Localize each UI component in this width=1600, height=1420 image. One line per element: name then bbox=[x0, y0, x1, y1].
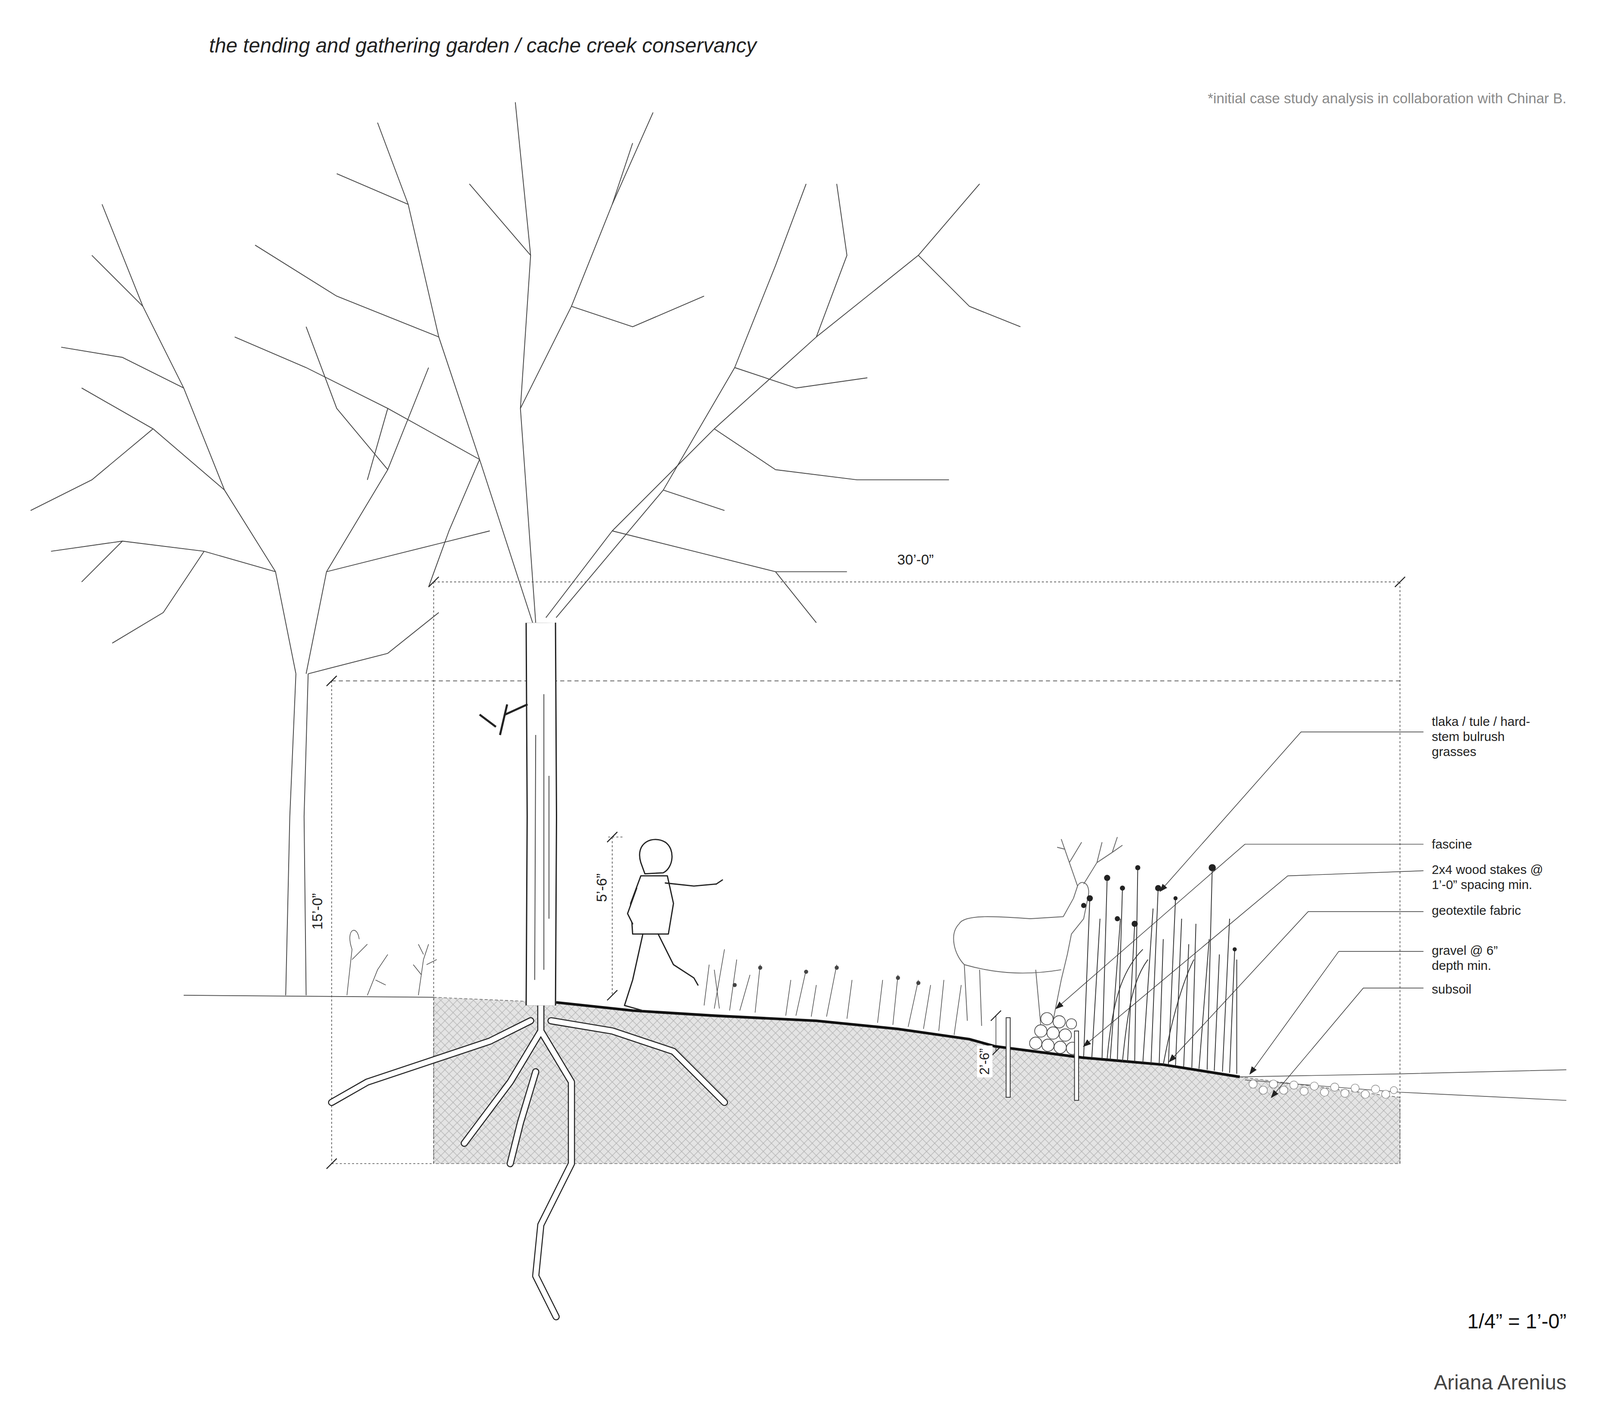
fascine bbox=[1029, 1012, 1079, 1055]
wood-stakes bbox=[1006, 1017, 1079, 1101]
tule-grasses bbox=[1083, 867, 1237, 1074]
deer-outline bbox=[953, 836, 1123, 1026]
background-tree bbox=[30, 204, 490, 996]
callout-label: fascine bbox=[1431, 836, 1473, 852]
dimension-label: 2’-6” bbox=[977, 1045, 993, 1078]
scale-label: 1/4” = 1’-0” bbox=[1467, 1309, 1567, 1334]
ground-line bbox=[183, 995, 434, 998]
person-figure bbox=[624, 839, 723, 1011]
callout-label: subsoil bbox=[1431, 981, 1472, 997]
subsoil-section bbox=[433, 997, 1400, 1164]
callout-label: 2x4 wood stakes @ 1’-0” spacing min. bbox=[1431, 862, 1550, 893]
understory-plants bbox=[346, 930, 962, 1036]
gravel bbox=[1248, 1079, 1398, 1099]
dimension-label: 5’-6” bbox=[593, 870, 611, 905]
drawing-title: the tending and gathering garden / cache… bbox=[209, 33, 757, 58]
flower-heads bbox=[732, 965, 921, 987]
leader-lines bbox=[1056, 731, 1424, 1098]
callout-label: geotextile fabric bbox=[1431, 903, 1521, 919]
geotextile-line bbox=[556, 1002, 1240, 1077]
tree-crown bbox=[234, 102, 1021, 623]
tree-roots bbox=[331, 1000, 725, 1317]
dimension-lines bbox=[326, 576, 1406, 1169]
callout-label: gravel @ 6” depth min. bbox=[1431, 943, 1514, 974]
water-line bbox=[1239, 1069, 1567, 1101]
author-name: Ariana Arenius bbox=[1433, 1370, 1567, 1395]
dimension-label: 30’-0” bbox=[894, 551, 937, 568]
callout-label: tlaka / tule / hard-stem bulrush grasses bbox=[1431, 714, 1550, 760]
collaboration-note: *initial case study analysis in collabor… bbox=[1207, 89, 1567, 107]
tree-trunk bbox=[479, 622, 549, 1006]
dimension-label: 15’-0” bbox=[308, 890, 326, 933]
